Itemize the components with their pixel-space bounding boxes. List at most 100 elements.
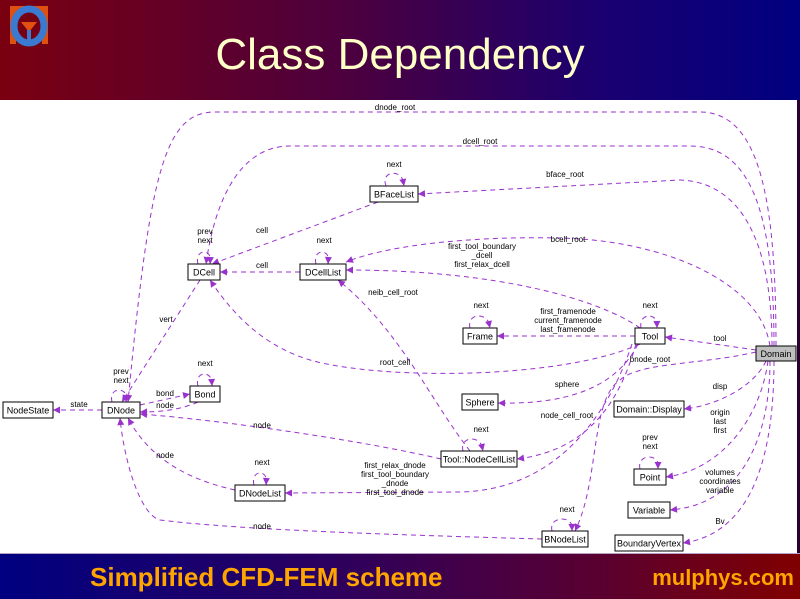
class-box[interactable] — [541, 530, 589, 548]
class-node-bond[interactable]: Bond — [189, 385, 221, 403]
arrowhead-icon — [497, 332, 504, 340]
arrowhead-icon — [122, 394, 130, 402]
arrowhead-icon — [666, 472, 674, 480]
edge-line — [516, 343, 637, 460]
edge-label: node_cell_root — [541, 411, 594, 420]
arrowhead-icon — [478, 443, 485, 451]
arrowhead-icon — [399, 178, 407, 186]
edge-label: next — [254, 458, 270, 467]
edge-label: prev — [197, 227, 213, 236]
arrowhead-icon — [346, 256, 354, 263]
class-box[interactable] — [755, 345, 797, 362]
edge-dnodelist-to-dnode: node — [127, 417, 236, 491]
arrowhead-icon — [568, 523, 576, 531]
edge-tool-to-sphere: sphere — [497, 343, 639, 407]
class-node-bnodelist[interactable]: BNodeList — [541, 530, 589, 548]
class-box[interactable] — [440, 450, 518, 468]
edge-domain-to-dnode: dnode_root — [125, 103, 777, 403]
edge-label: cell — [256, 226, 268, 235]
class-node-domaindisplay[interactable]: Domain::Display — [613, 400, 685, 418]
class-node-dcell[interactable]: DCell — [187, 263, 221, 281]
edge-label: first_tool_boundary — [448, 242, 516, 251]
class-label: Point — [640, 473, 661, 483]
edge-label: volumes — [705, 468, 735, 477]
edge-label: last_framenode — [540, 325, 596, 334]
class-node-variable[interactable]: Variable — [627, 501, 671, 519]
class-label: Tool — [642, 332, 659, 342]
class-box[interactable] — [627, 501, 671, 519]
class-node-tool[interactable]: Tool — [634, 327, 666, 345]
class-box[interactable] — [614, 534, 684, 552]
edge-label: first_tool_dnode — [367, 488, 424, 497]
edge-line — [119, 417, 543, 540]
edge-label: prev — [113, 367, 129, 376]
footer-site-link[interactable]: mulphys.com — [652, 565, 794, 590]
arrowhead-icon — [418, 190, 426, 198]
class-node-bfacelist[interactable]: BFaceList — [369, 185, 419, 203]
edge-nodecelllist-to-dnode: node — [139, 411, 442, 460]
class-node-nodecelllist[interactable]: Tool::NodeCellList — [440, 450, 518, 468]
class-box[interactable] — [634, 327, 666, 345]
edge-label: Bv — [715, 517, 724, 526]
edge-line — [469, 315, 491, 329]
edge-line — [127, 417, 236, 491]
edge-tool-to-nodecelllist: node_cell_root — [516, 343, 637, 462]
edge-domain-to-bnodelist: bnode_root — [574, 351, 757, 532]
class-box[interactable] — [234, 484, 286, 502]
class-box[interactable] — [101, 401, 141, 419]
class-label: BNodeList — [544, 535, 586, 545]
edge-line — [284, 343, 633, 494]
edge-label: first_framenode — [540, 307, 596, 316]
edge-label: next — [197, 236, 213, 245]
edge-label: first — [714, 426, 728, 435]
edge-label: last — [714, 417, 727, 426]
class-box[interactable] — [189, 385, 221, 403]
class-box[interactable] — [462, 327, 498, 345]
edge-dcelllist-to-dcelllist: next — [315, 236, 332, 265]
arrowhead-icon — [346, 266, 354, 274]
class-node-boundaryvertex[interactable]: BoundaryVertex — [614, 534, 684, 552]
class-box[interactable] — [299, 263, 347, 281]
arrowhead-icon — [117, 418, 125, 426]
class-label: Frame — [467, 332, 493, 342]
class-node-sphere[interactable]: Sphere — [461, 393, 499, 411]
edge-label: bnode_root — [630, 355, 671, 364]
class-box[interactable] — [2, 401, 54, 419]
edge-label: next — [559, 505, 575, 514]
arrowhead-icon — [53, 406, 60, 414]
class-box[interactable] — [613, 400, 685, 418]
edge-label: variable — [706, 486, 735, 495]
edge-label: next — [113, 376, 129, 385]
class-label: DNodeList — [239, 489, 282, 499]
class-label: Tool::NodeCellList — [443, 455, 516, 465]
mulphys-logo-icon — [6, 4, 52, 48]
edge-domain-to-tool: tool — [664, 334, 757, 351]
class-box[interactable] — [369, 185, 419, 203]
class-node-dnodelist[interactable]: DNodeList — [234, 484, 286, 502]
class-node-frame[interactable]: Frame — [462, 327, 498, 345]
class-box[interactable] — [187, 263, 221, 281]
edge-label: coordinates — [699, 477, 740, 486]
class-dependency-graph: dnode_rootdcell_rootbface_rootnextcellbc… — [2, 103, 797, 552]
class-box[interactable] — [461, 393, 499, 411]
class-box[interactable] — [633, 468, 667, 486]
edge-tool-to-frame: first_framenodecurrent_framenodelast_fra… — [497, 307, 635, 340]
class-node-nodestate[interactable]: NodeState — [2, 401, 54, 419]
class-label: DCell — [193, 268, 215, 278]
edge-label: first_relax_dcell — [454, 260, 510, 269]
class-node-point[interactable]: Point — [633, 468, 667, 486]
arrowhead-icon — [285, 489, 293, 497]
class-label: DCellList — [305, 268, 342, 278]
class-node-domain[interactable]: Domain — [755, 345, 797, 362]
edge-label: next — [642, 442, 658, 451]
edge-label: first_tool_boundary — [361, 470, 429, 479]
arrowhead-icon — [654, 461, 662, 469]
arrowhead-icon — [485, 320, 492, 328]
edge-dnode-to-bond: bond — [139, 389, 191, 406]
class-node-dcelllist[interactable]: DCellList — [299, 263, 347, 281]
edge-label: first_relax_dnode — [364, 461, 426, 470]
class-node-dnode[interactable]: DNode — [101, 401, 141, 419]
